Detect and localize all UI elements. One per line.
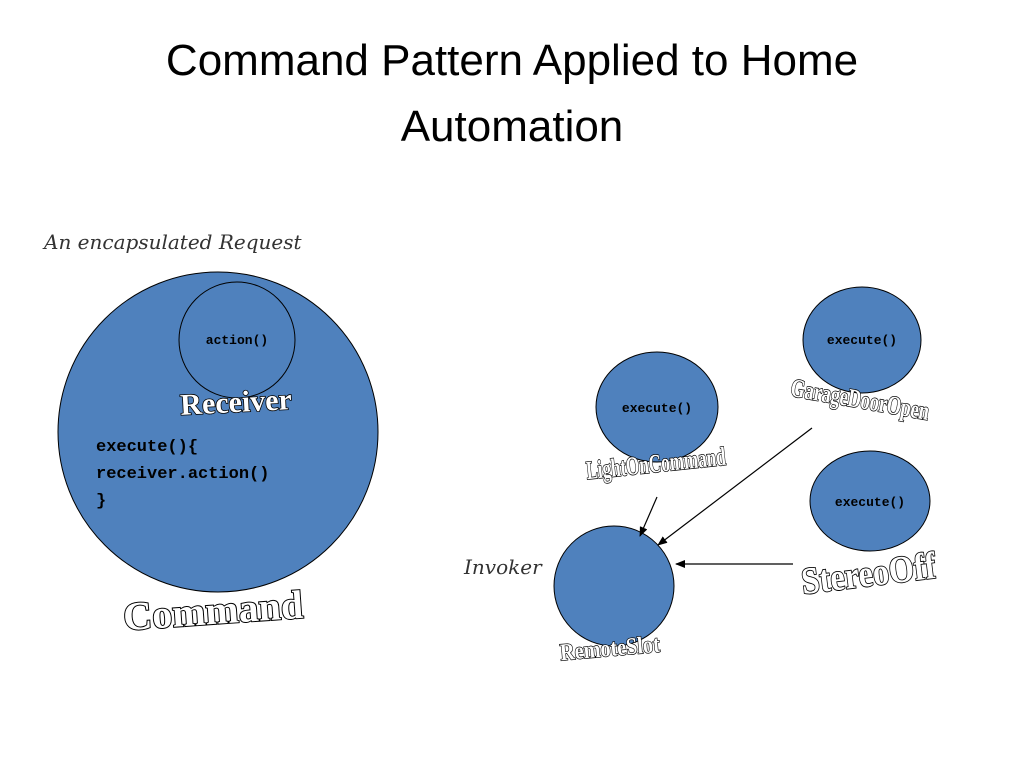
receiver-method: action() <box>206 333 268 348</box>
light-on-command-circle <box>595 351 719 463</box>
stereo-off-circle <box>809 450 931 552</box>
command-label: Command <box>122 582 305 639</box>
light-on-label: LightOnCommand <box>585 442 728 486</box>
remote-slot-circle <box>553 525 675 647</box>
arrow-light-to-remote <box>639 496 658 537</box>
arrow-garage-to-remote <box>657 427 813 546</box>
garage-method: execute() <box>827 333 897 348</box>
stereo-off-label: StereoOff <box>799 545 939 603</box>
stereo-method: execute() <box>835 495 905 510</box>
slide-title: Command Pattern Applied to Home Automati… <box>0 28 1024 160</box>
command-code-line2: receiver.action() <box>96 465 269 484</box>
garage-door-open-circle <box>802 286 922 394</box>
remote-slot-label: RemoteSlot <box>559 632 661 667</box>
invoker-annotation: Invoker <box>463 555 543 579</box>
command-circle <box>57 271 379 593</box>
request-annotation: An encapsulated Request <box>42 230 303 254</box>
command-code-line3: } <box>96 492 106 511</box>
slide-title-line1: Command Pattern Applied to Home <box>165 36 859 85</box>
command-code-line1: execute(){ <box>96 438 198 457</box>
light-on-method: execute() <box>622 401 692 416</box>
receiver-circle <box>178 281 296 399</box>
slide-title-line2: Automation <box>400 102 624 151</box>
receiver-label: Receiver <box>179 383 292 422</box>
